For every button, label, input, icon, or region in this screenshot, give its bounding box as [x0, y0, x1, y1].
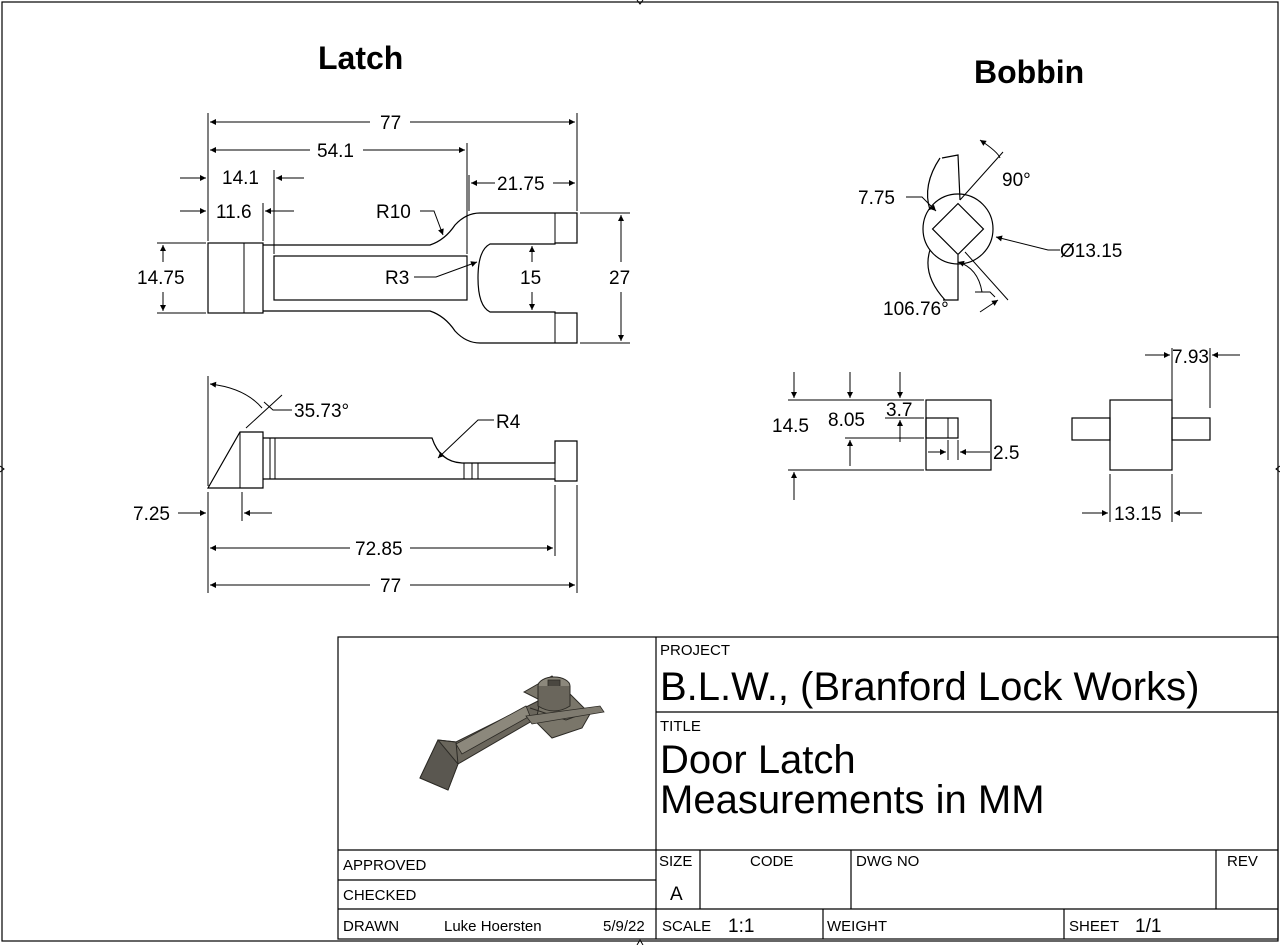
dim-latch-top-r3: R3: [385, 268, 409, 289]
dim-bobbin-side-14-5: 14.5: [772, 416, 809, 437]
center-mark-right: [1275, 465, 1280, 473]
project-label: PROJECT: [660, 642, 730, 659]
size-label: SIZE: [659, 853, 692, 870]
bobbin-circle: [922, 193, 994, 265]
sheet-label: SHEET: [1069, 918, 1119, 935]
dim-latch-top-54-1: 54.1: [317, 141, 354, 162]
scale-value: 1:1: [728, 916, 754, 937]
bobbin-top-view: 90° 7.75 Ø13.15 106.76°: [858, 139, 1122, 320]
dim-latch-side-77: 77: [380, 576, 401, 597]
dim-bobbin-106-76: 106.76°: [883, 299, 949, 320]
dim-bobbin-side-3-7: 3.7: [886, 400, 912, 421]
dim-bobbin-dia-13-15: Ø13.15: [1060, 241, 1122, 262]
project-value: B.L.W., (Branford Lock Works): [660, 665, 1199, 709]
latch-side-view: 35.73° R4 7.25 72.85 77: [133, 376, 578, 597]
center-mark-bottom: [636, 939, 644, 945]
dim-bobbin-side-2-5: 2.5: [993, 443, 1019, 464]
bobbin-side-view: 14.5 8.05 3.7 2.5: [772, 372, 1019, 500]
center-mark-left: [0, 465, 5, 473]
drawn-by: Luke Hoersten: [444, 918, 542, 935]
bobbin-view-title: Bobbin: [974, 54, 1084, 90]
bobbin-square: [931, 202, 985, 256]
dim-latch-side-7-25: 7.25: [133, 504, 170, 525]
size-value: A: [670, 884, 683, 905]
dim-bobbin-front-13-15: 13.15: [1114, 504, 1162, 525]
checked-label: CHECKED: [343, 887, 417, 904]
sheet-value: 1/1: [1135, 916, 1161, 937]
dim-latch-side-r4: R4: [496, 412, 521, 433]
title-line-2: Measurements in MM: [660, 778, 1045, 822]
scale-label: SCALE: [662, 918, 711, 935]
code-label: CODE: [750, 853, 793, 870]
dwg-no-label: DWG NO: [856, 853, 919, 870]
part-isometric-thumbnail: [419, 675, 605, 791]
center-mark-top: [636, 0, 644, 5]
latch-top-view: 77 54.1 21.75 14.1 11.6 R10 R3 14.75: [137, 113, 630, 344]
weight-label: WEIGHT: [827, 918, 887, 935]
dim-bobbin-90: 90°: [1002, 170, 1031, 191]
dim-latch-side-72-85: 72.85: [355, 539, 403, 560]
approved-label: APPROVED: [343, 857, 427, 874]
dim-bobbin-7-75: 7.75: [858, 188, 895, 209]
dim-latch-top-21-75: 21.75: [497, 174, 545, 195]
dim-bobbin-side-8-05: 8.05: [828, 410, 865, 431]
dim-latch-top-77: 77: [380, 113, 401, 134]
drawn-date: 5/9/22: [603, 918, 645, 935]
dim-latch-top-27: 27: [609, 268, 630, 289]
rev-label: REV: [1227, 853, 1258, 870]
dim-latch-top-r10: R10: [376, 202, 411, 223]
dim-latch-side-35-73: 35.73°: [294, 401, 349, 422]
title-label: TITLE: [660, 718, 701, 735]
latch-slot: [273, 255, 468, 301]
drawn-label: DRAWN: [343, 918, 399, 935]
bobbin-front-view: 7.93 13.15: [1071, 347, 1240, 525]
dim-latch-top-15: 15: [520, 268, 541, 289]
title-line-1: Door Latch: [660, 738, 856, 782]
latch-view-title: Latch: [318, 40, 403, 76]
dim-bobbin-front-7-93: 7.93: [1172, 347, 1209, 368]
dim-latch-top-11-6: 11.6: [216, 202, 252, 223]
dim-latch-top-14-1: 14.1: [222, 168, 259, 189]
bobbin-front-body: [1109, 399, 1173, 471]
title-block: PROJECT B.L.W., (Branford Lock Works) TI…: [337, 636, 1279, 940]
latch-head-block: [207, 242, 264, 314]
dim-latch-top-14-75: 14.75: [137, 268, 185, 289]
